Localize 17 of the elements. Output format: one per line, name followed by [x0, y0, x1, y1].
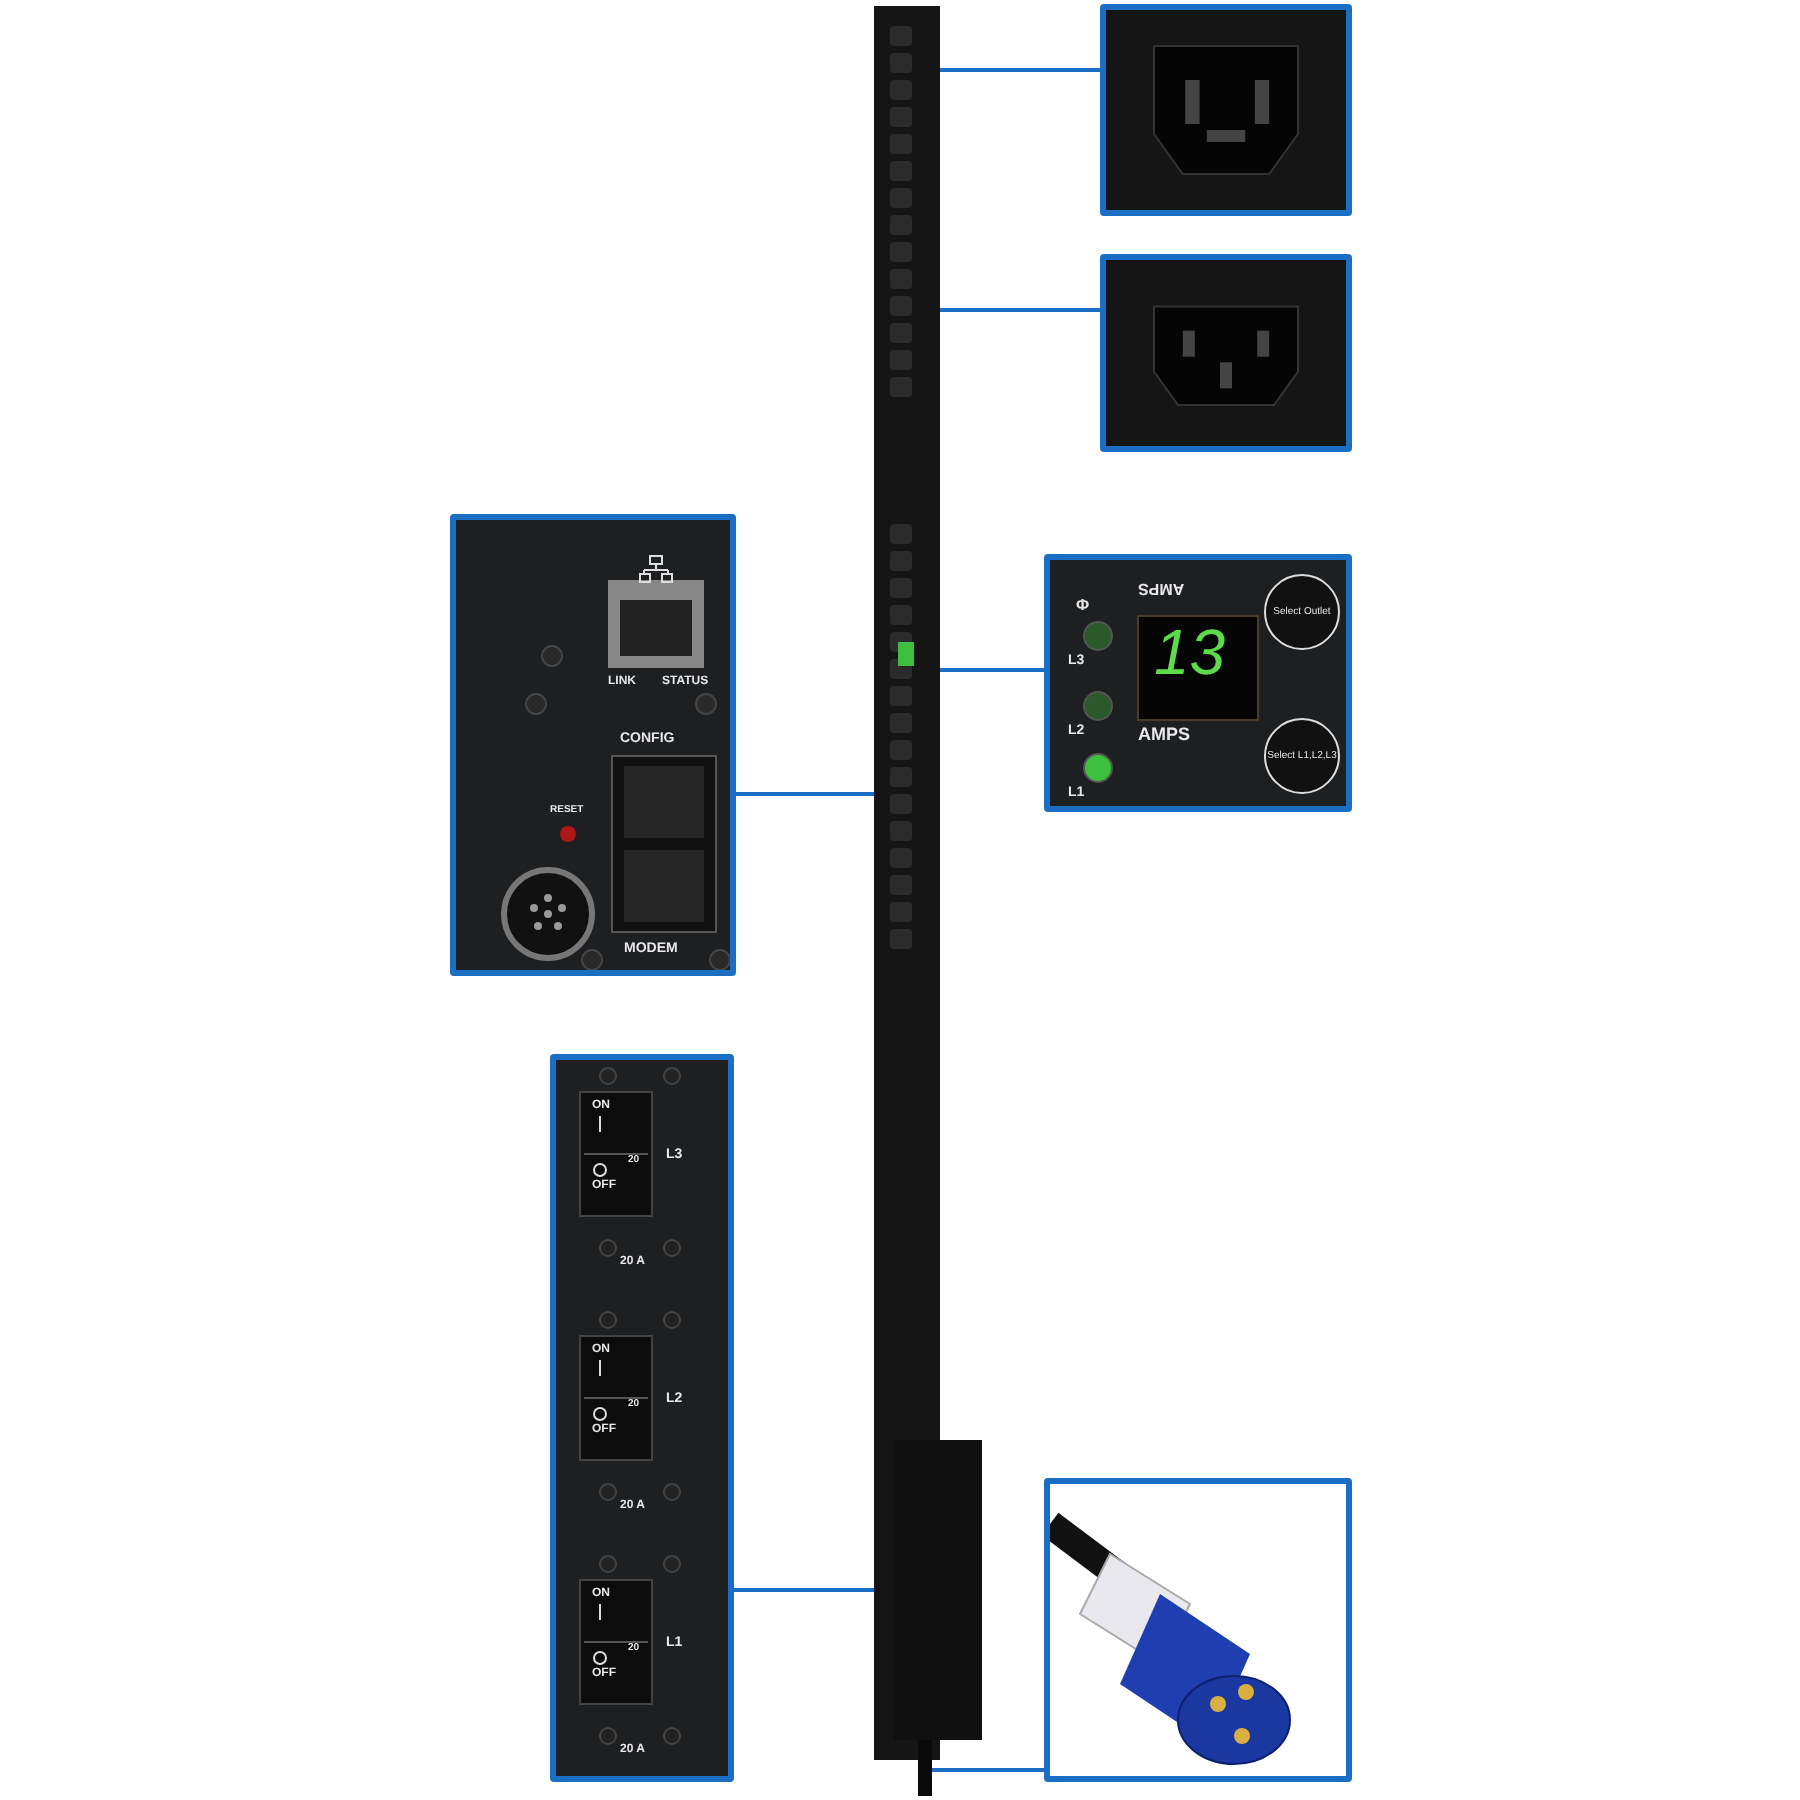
unit-label: AMPS	[1138, 726, 1191, 744]
photo-panel	[1044, 1478, 1352, 1782]
photo-panel	[450, 514, 736, 976]
leader-line	[736, 792, 874, 796]
leader-line	[932, 1768, 1044, 1772]
select-button	[1264, 574, 1340, 650]
pdu-strip-drawing	[874, 6, 986, 1796]
unit-label: AMPS	[1138, 580, 1185, 596]
photo-panel	[1044, 554, 1352, 812]
current-readout: 13	[1154, 620, 1226, 684]
leader-line	[940, 308, 1100, 312]
photo-panel	[550, 1054, 734, 1782]
leader-line	[940, 668, 1044, 672]
select-button	[1264, 718, 1340, 794]
leader-line	[734, 1588, 874, 1592]
phase-symbol: Φ	[1076, 598, 1090, 614]
leader-line	[940, 68, 1100, 72]
